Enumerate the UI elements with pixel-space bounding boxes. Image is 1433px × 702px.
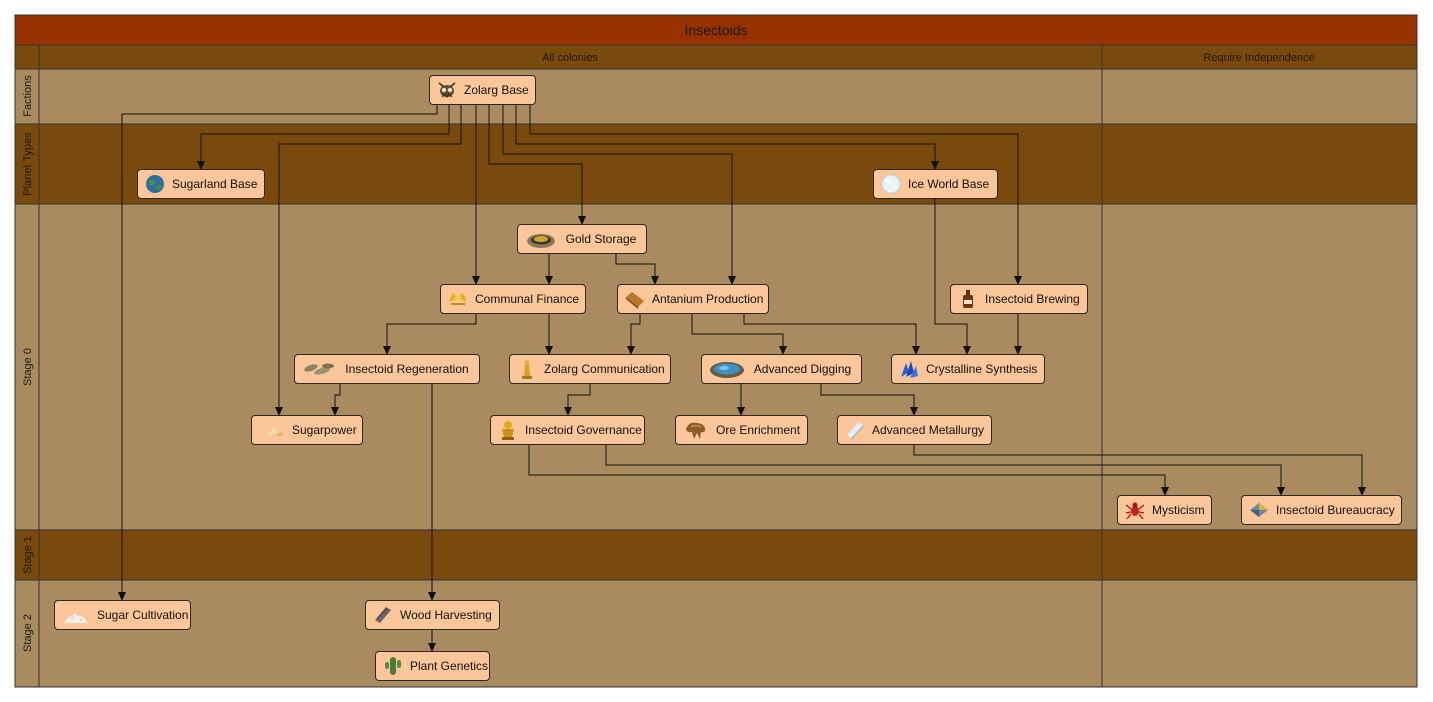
node-communal-finance[interactable]: Communal Finance <box>440 284 586 314</box>
lane-label-factions: Factions <box>22 75 34 117</box>
edge-zolarg-base-to-sugar-cultivation <box>118 104 438 601</box>
node-label: Wood Harvesting <box>400 608 492 622</box>
lane-label-planet-types: Planet Types <box>22 132 34 196</box>
node-label: Advanced Metallurgy <box>872 423 985 437</box>
edge-zolarg-base-to-sugarpower <box>275 104 462 416</box>
red-spider-icon <box>1124 499 1146 521</box>
sugar-crystals-icon <box>258 419 286 441</box>
edge-insectoid-governance-to-mysticism <box>528 445 1169 496</box>
node-insectoid-governance[interactable]: Insectoid Governance <box>490 415 645 445</box>
blue-crystal-icon <box>898 358 920 380</box>
edge-communal-finance-to-insectoid-regeneration <box>383 314 477 355</box>
node-zolarg-communication[interactable]: Zolarg Communication <box>509 354 671 384</box>
lane-stage-1: Stage 1 <box>14 529 1418 581</box>
edge-advanced-digging-to-advanced-metallurgy <box>820 384 918 416</box>
node-label: Plant Genetics <box>410 659 489 673</box>
ice-planet-icon <box>880 173 902 195</box>
node-ice-world-base[interactable]: Ice World Base <box>873 169 998 199</box>
column-all-colonies: All colonies <box>542 52 598 64</box>
wood-plank-icon <box>372 604 394 626</box>
lane-label-stage-2: Stage 2 <box>22 614 34 652</box>
gold-statue-icon <box>516 358 538 380</box>
node-insectoid-bureaucracy[interactable]: Insectoid Bureaucracy <box>1241 495 1402 525</box>
node-label: Insectoid Brewing <box>985 292 1080 306</box>
gold-hands-icon <box>447 288 469 310</box>
node-wood-harvesting[interactable]: Wood Harvesting <box>365 600 500 630</box>
node-label: Ice World Base <box>908 177 990 191</box>
column-require-independence: Require Independence <box>1203 52 1314 64</box>
larvae-icon <box>301 358 337 380</box>
cactus-icon <box>382 655 404 677</box>
diagram-title: Insectoids <box>684 22 747 38</box>
insect-skull-icon <box>436 79 458 101</box>
node-label: Crystalline Synthesis <box>926 362 1038 376</box>
edge-insectoid-regeneration-to-sugarpower <box>331 384 341 416</box>
node-label: Zolarg Base <box>464 83 529 97</box>
golden-idol-icon <box>497 419 519 441</box>
node-sugarland-base[interactable]: Sugarland Base <box>137 169 265 199</box>
lane-stage-2: Stage 2 <box>14 579 1418 688</box>
metal-bar-icon <box>844 419 866 441</box>
node-label: Sugarland Base <box>172 177 258 191</box>
node-zolarg-base[interactable]: Zolarg Base <box>429 75 536 105</box>
edges <box>118 104 1366 652</box>
node-crystalline-synthesis[interactable]: Crystalline Synthesis <box>891 354 1045 384</box>
node-label: Mysticism <box>1152 503 1205 517</box>
node-plant-genetics[interactable]: Plant Genetics <box>375 651 490 681</box>
node-label: Antanium Production <box>652 292 764 306</box>
edge-antanium-production-to-crystalline-synthesis <box>743 314 920 355</box>
edge-zolarg-base-to-sugarland-base <box>197 104 450 170</box>
node-label: Sugar Cultivation <box>97 608 189 622</box>
edge-insectoid-governance-to-insectoid-bureaucracy <box>605 445 1285 496</box>
edge-advanced-metallurgy-to-insectoid-bureaucracy <box>913 445 1366 496</box>
node-sugarpower[interactable]: Sugarpower <box>251 415 363 445</box>
bureaucracy-icon <box>1248 499 1270 521</box>
edge-zolarg-base-to-ice-world-base <box>515 104 939 170</box>
node-label: Ore Enrichment <box>716 423 801 437</box>
edge-zolarg-base-to-antanium-production <box>502 104 736 285</box>
bottle-icon <box>957 288 979 310</box>
node-insectoid-regeneration[interactable]: Insectoid Regeneration <box>294 354 480 384</box>
node-gold-storage[interactable]: Gold Storage <box>517 224 647 254</box>
edge-zolarg-base-to-insectoid-brewing <box>529 104 1022 285</box>
edge-zolarg-base-to-gold-storage <box>488 104 586 225</box>
node-label: Insectoid Governance <box>525 423 642 437</box>
ore-icon <box>682 419 710 441</box>
node-antanium-production[interactable]: Antanium Production <box>617 284 769 314</box>
node-advanced-metallurgy[interactable]: Advanced Metallurgy <box>837 415 992 445</box>
node-sugar-cultivation[interactable]: Sugar Cultivation <box>54 600 191 630</box>
node-label: Gold Storage <box>565 232 637 246</box>
column-header-bar <box>14 44 1418 70</box>
node-label: Zolarg Communication <box>544 362 665 376</box>
node-ore-enrichment[interactable]: Ore Enrichment <box>675 415 808 445</box>
edge-antanium-production-to-zolarg-communication <box>627 314 641 355</box>
crater-icon <box>708 358 746 380</box>
node-insectoid-brewing[interactable]: Insectoid Brewing <box>950 284 1088 314</box>
ingot-icon <box>624 288 646 310</box>
node-label: Insectoid Regeneration <box>345 362 469 376</box>
lane-factions: Factions <box>14 68 1418 125</box>
edge-zolarg-communication-to-insectoid-governance <box>564 384 591 416</box>
node-label: Advanced Digging <box>753 362 852 376</box>
lane-label-stage-0: Stage 0 <box>22 348 34 386</box>
node-label: Insectoid Bureaucracy <box>1276 503 1395 517</box>
node-label: Communal Finance <box>475 292 580 306</box>
gold-pile-icon <box>524 228 558 250</box>
column-header-corner <box>14 44 40 70</box>
planet-icon <box>144 173 166 195</box>
title-bar <box>14 14 1418 46</box>
edge-ice-world-base-to-crystalline-synthesis <box>934 199 971 355</box>
node-label: Sugarpower <box>292 423 357 437</box>
node-advanced-digging[interactable]: Advanced Digging <box>701 354 862 384</box>
node-mysticism[interactable]: Mysticism <box>1117 495 1212 525</box>
sugar-pile-icon <box>61 604 91 626</box>
lane-label-stage-1: Stage 1 <box>22 536 34 574</box>
edge-antanium-production-to-advanced-digging <box>691 314 787 355</box>
edge-gold-storage-to-antanium-production <box>615 254 659 285</box>
